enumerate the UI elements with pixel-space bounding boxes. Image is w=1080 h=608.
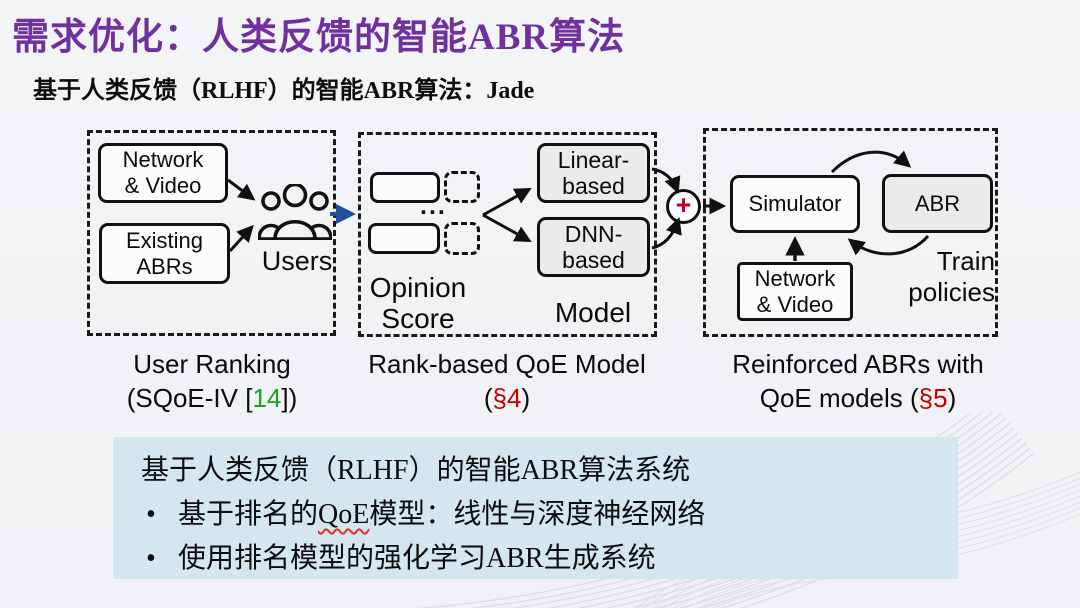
- users-label: Users: [261, 246, 333, 276]
- panel-reinforced-abrs: [703, 128, 998, 337]
- users-group-icon: [258, 184, 332, 240]
- node-network-video-sim: Network & Video: [737, 262, 853, 321]
- caption-reinforced-abrs: Reinforced ABRs with QoE models (§5): [708, 347, 1008, 415]
- node-dnn-based: DNN- based: [537, 217, 650, 277]
- node-linear-based: Linear- based: [537, 143, 650, 203]
- node-label: Network: [754, 265, 836, 291]
- summary-item-text: 基于排名的QoE模型：线性与深度神经网络: [178, 499, 706, 530]
- slide-subtitle: 基于人类反馈（RLHF）的智能ABR算法：Jade: [33, 78, 535, 104]
- caption-line2: QoE models (§5): [759, 383, 957, 413]
- node-label: based: [562, 173, 625, 199]
- bullet-icon: •: [146, 499, 156, 530]
- node-label: based: [562, 247, 625, 273]
- node-network-video: Network & Video: [98, 143, 228, 203]
- node-label: ABRs: [136, 253, 193, 279]
- section-ref: §5: [918, 383, 948, 413]
- sum-junction: +: [666, 189, 701, 224]
- node-abr: ABR: [882, 174, 993, 233]
- opinion-score-rect-2: [368, 223, 440, 254]
- node-label: Network: [122, 147, 204, 172]
- spellcheck-underline: QoE: [318, 499, 370, 530]
- opinion-score-rect-1-dashed: [444, 171, 480, 203]
- node-simulator: Simulator: [730, 175, 860, 233]
- caption-qoe-model: Rank-based QoE Model (§4): [357, 347, 657, 415]
- caption-line1: User Ranking: [133, 349, 291, 379]
- summary-box: 基于人类反馈（RLHF）的智能ABR算法系统 • 基于排名的QoE模型：线性与深…: [113, 437, 958, 579]
- node-label: & Video: [124, 173, 202, 198]
- ellipsis-label: ...: [420, 192, 447, 220]
- node-existing-abrs: Existing ABRs: [99, 223, 230, 284]
- opinion-score-label: Opinion Score: [369, 272, 467, 334]
- train-policies-label: Train policies: [908, 246, 995, 307]
- bullet-icon: •: [146, 543, 156, 574]
- node-label: & Video: [756, 291, 834, 317]
- node-label: DNN-: [564, 221, 623, 247]
- page-title: 需求优化：人类反馈的智能ABR算法: [12, 17, 626, 58]
- opinion-score-rect-2-dashed: [444, 222, 480, 255]
- caption-line1: Reinforced ABRs with: [732, 349, 984, 379]
- summary-item-text: 使用排名模型的强化学习ABR生成系统: [178, 543, 656, 574]
- model-label: Model: [554, 297, 632, 328]
- summary-item-1: • 基于排名的QoE模型：线性与深度神经网络: [141, 493, 958, 537]
- caption-line2: (SQoE-IV [14]): [126, 383, 298, 413]
- summary-item-2: • 使用排名模型的强化学习ABR生成系统: [141, 537, 958, 581]
- summary-line1: 基于人类反馈（RLHF）的智能ABR算法系统: [141, 455, 691, 486]
- caption-line1: Rank-based QoE Model: [368, 349, 646, 379]
- section-ref: §4: [492, 383, 522, 413]
- caption-user-ranking: User Ranking (SQoE-IV [14]): [62, 347, 362, 415]
- opinion-score-rect-1: [370, 172, 440, 203]
- node-label: Linear-: [557, 147, 630, 173]
- citation-ref: 14: [252, 383, 282, 413]
- plus-icon: +: [675, 189, 692, 220]
- caption-line2: (§4): [483, 383, 531, 413]
- panel-user-ranking: [87, 130, 336, 336]
- node-label: Existing: [125, 227, 204, 253]
